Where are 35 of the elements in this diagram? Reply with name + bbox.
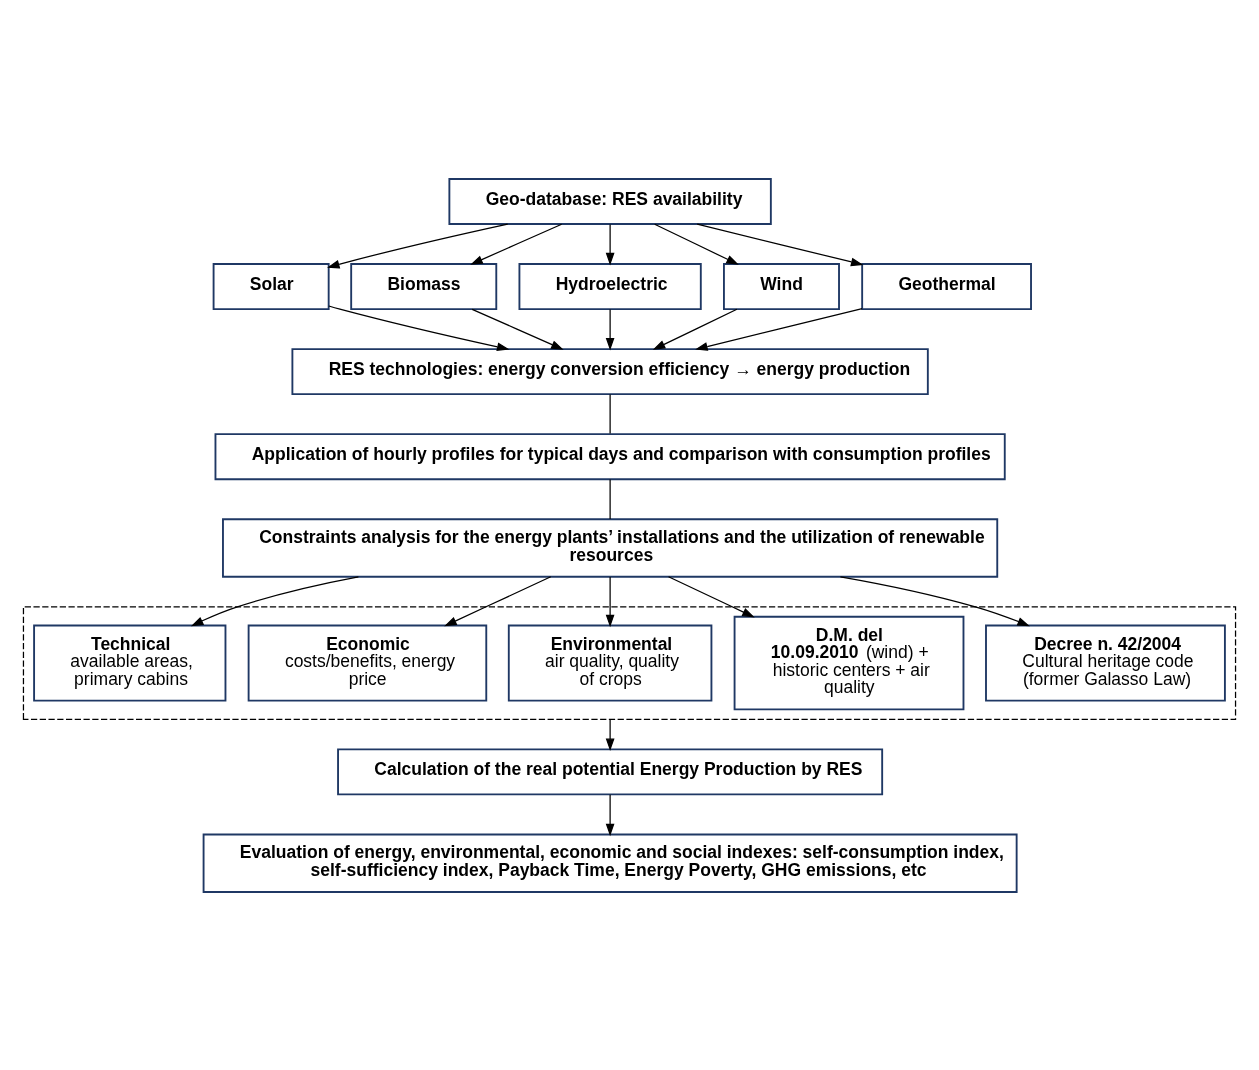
arrow	[327, 222, 509, 268]
arrow	[444, 575, 552, 626]
node-box: Constraints analysis for the energy plants’ installations and the utilization of renewable resources	[222, 517, 999, 578]
arrow	[605, 575, 615, 627]
node-box: Decree n. 42/2004 Cultural heritage code (former Galasso Law)	[985, 624, 1226, 702]
node-box: RES technologies: energy conversion efficiency → energy production	[291, 347, 929, 395]
arrow	[605, 308, 615, 350]
node-box: Biomass	[350, 262, 498, 310]
arrow	[696, 223, 864, 266]
arrow	[605, 223, 615, 265]
arrow	[654, 223, 739, 265]
arrow	[695, 307, 863, 351]
connector	[609, 478, 611, 520]
arrow	[328, 304, 510, 351]
node-box: Application of hourly profiles for typical days and comparison with consumption profiles	[214, 432, 1006, 480]
node-box: Environmental air quality, quality of crops	[507, 624, 713, 702]
node-box: Evaluation of energy, environmental, economic and social indexes: self-consumption index, self-sufficiency index, Payback Time, Energy Poverty, GHG emissions, etc	[202, 833, 1018, 893]
arrow	[470, 223, 563, 265]
arrow	[839, 575, 1030, 626]
node-box: Wind	[723, 262, 840, 310]
node-box: D.M. del 10.09.2010 (wind) + historic centers + air quality	[733, 615, 965, 710]
node-box: Calculation of the real potential Energy Production by RES	[337, 747, 884, 795]
arrow	[652, 308, 738, 350]
node-box: Geo-database: RES availability	[448, 177, 772, 225]
connector	[609, 393, 611, 434]
node-box: Hydroelectric	[518, 262, 702, 310]
node-box: Geothermal	[861, 262, 1032, 310]
arrow	[471, 308, 564, 350]
node-box: Solar	[212, 262, 330, 310]
arrow	[605, 718, 615, 751]
node-box: Economic costs/benefits, energy price	[247, 624, 488, 702]
arrow	[667, 575, 755, 617]
node-box: Technical available areas, primary cabins	[33, 624, 227, 702]
arrow	[605, 793, 615, 836]
arrow	[190, 575, 360, 626]
